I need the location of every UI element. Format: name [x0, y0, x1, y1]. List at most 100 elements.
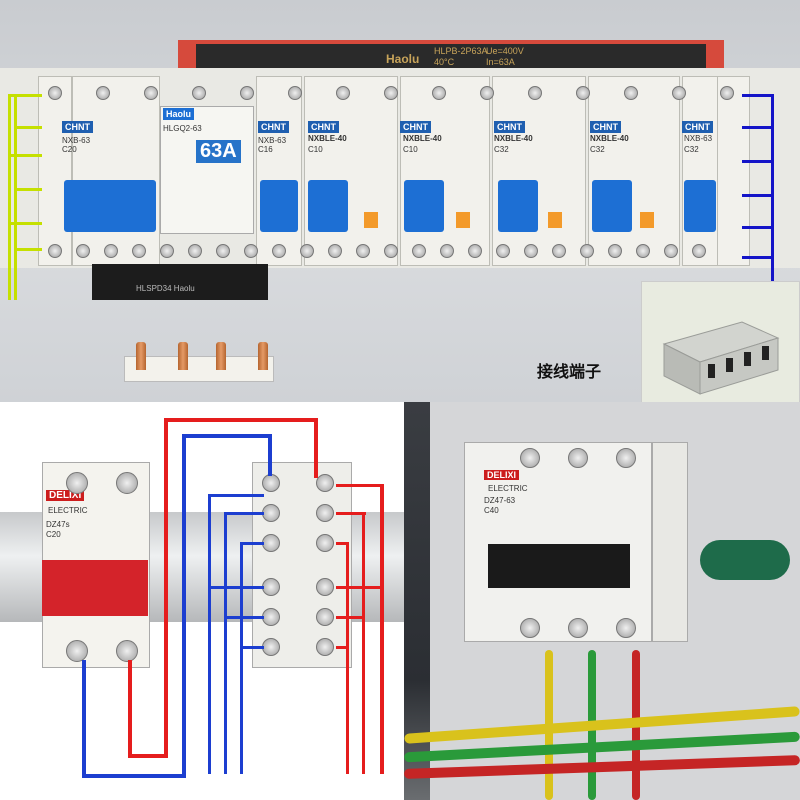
mcb-rating: C20	[46, 530, 61, 539]
module-model: HLGQ2-63	[163, 124, 202, 133]
blue-wire	[742, 194, 774, 197]
comb-busbar	[124, 356, 274, 382]
busbar-spec-3: 40°C	[434, 57, 455, 67]
module-brand: CHNT	[258, 121, 289, 133]
surge-protector-label: HLSPD34 Haolu	[136, 284, 195, 293]
copper-pin	[258, 342, 268, 370]
blue-wire	[268, 434, 272, 476]
red-wire	[336, 512, 366, 515]
test-button	[640, 212, 654, 228]
yellow-wire	[8, 222, 42, 225]
terminal-strip-left	[38, 76, 72, 266]
screw-icon	[262, 608, 280, 626]
module-rating: C32	[494, 145, 509, 154]
breaker-lever	[684, 180, 716, 232]
module-brand: CHNT	[494, 121, 525, 133]
copper-pin	[178, 342, 188, 370]
blue-wire	[82, 660, 86, 778]
module-brand: Haolu	[163, 108, 195, 120]
module-rating: C10	[403, 145, 418, 154]
yellow-wire	[14, 188, 42, 191]
mcb-black-lever	[488, 544, 630, 588]
terminal-block-icon	[662, 321, 780, 395]
screw-icon	[316, 578, 334, 596]
module-model: NXBLE-40	[590, 134, 629, 143]
blue-wire	[182, 434, 186, 778]
screw-icon	[316, 504, 334, 522]
red-wire	[346, 542, 349, 774]
module-model: NXBLE-40	[403, 134, 442, 143]
mcb-sub: ELECTRIC	[488, 484, 528, 493]
yellow-wire	[8, 154, 42, 157]
screw-icon	[316, 474, 334, 492]
screw-icon	[520, 448, 540, 468]
red-wire	[314, 418, 318, 478]
module-model: NXBLE-40	[494, 134, 533, 143]
red-wire	[336, 586, 382, 589]
mcb-model: DZ47s	[46, 520, 70, 529]
busbar-spec-1: HLPB-2P63A	[434, 46, 488, 56]
blue-wire	[208, 494, 211, 774]
blue-wire	[224, 512, 264, 515]
surge-protector: HLSPD34 Haolu	[92, 264, 268, 300]
breaker-module	[682, 76, 718, 266]
module-brand: CHNT	[682, 121, 713, 133]
breaker-lever	[404, 180, 444, 232]
screw-icon	[116, 640, 138, 662]
module-rating: C16	[258, 145, 273, 154]
mcb-brand: DELIXI	[484, 470, 520, 480]
screw-icon	[262, 638, 280, 656]
busbar-spec-4: In=63A	[486, 57, 515, 67]
module-rating: 63A	[196, 140, 241, 163]
screw-icon	[262, 474, 280, 492]
yellow-wire	[14, 248, 42, 251]
red-wire	[128, 660, 132, 758]
module-brand: CHNT	[590, 121, 621, 133]
screw-icon	[616, 448, 636, 468]
red-wire	[336, 616, 364, 619]
copper-pin	[136, 342, 146, 370]
module-brand: CHNT	[308, 121, 339, 133]
terminal-strip-right	[716, 76, 750, 266]
blue-wire	[742, 94, 774, 97]
blue-wire	[742, 226, 774, 229]
blue-wire	[742, 160, 774, 163]
mcb-brand: DELIXI	[46, 490, 85, 501]
blue-wire	[240, 646, 264, 649]
module-model: NXB-63	[62, 136, 91, 145]
screw-icon	[568, 618, 588, 638]
screw-icon	[262, 534, 280, 552]
mcb-rating: C40	[484, 506, 499, 515]
module-brand: CHNT	[62, 121, 93, 133]
blue-wire	[742, 256, 774, 259]
screw-icon	[66, 640, 88, 662]
red-wire	[336, 542, 348, 545]
screw-icon	[262, 578, 280, 596]
red-wire	[336, 484, 384, 487]
yellow-wire	[8, 94, 11, 300]
red-wire	[362, 512, 365, 774]
red-wire	[380, 484, 384, 774]
mcb-model: DZ47-63	[484, 496, 516, 505]
busbar-spec-2: Ue=400V	[486, 46, 524, 56]
breaker-lever	[592, 180, 632, 232]
module-brand: CHNT	[400, 121, 431, 133]
module-rating: C32	[684, 145, 699, 154]
rcbo-module	[304, 76, 398, 266]
busbar-brand: Haolu	[386, 52, 420, 66]
module-model: NXB-63	[258, 136, 287, 145]
copper-pin	[216, 342, 226, 370]
terminal-strip	[652, 442, 688, 642]
screw-icon	[520, 618, 540, 638]
test-button	[364, 212, 378, 228]
yellow-wire	[14, 94, 17, 300]
blue-wire	[208, 494, 264, 497]
blue-wire	[240, 542, 243, 774]
red-wire	[336, 646, 348, 649]
busbar: Haolu HLPB-2P63A Ue=400V 40°C In=63A	[196, 44, 706, 68]
screw-icon	[316, 638, 334, 656]
screw-icon	[616, 618, 636, 638]
blue-wire	[742, 126, 774, 129]
distribution-box-photo: Haolu HLPB-2P63A Ue=400V 40°C In=63A CHN…	[0, 0, 800, 402]
breaker-lever	[260, 180, 298, 232]
